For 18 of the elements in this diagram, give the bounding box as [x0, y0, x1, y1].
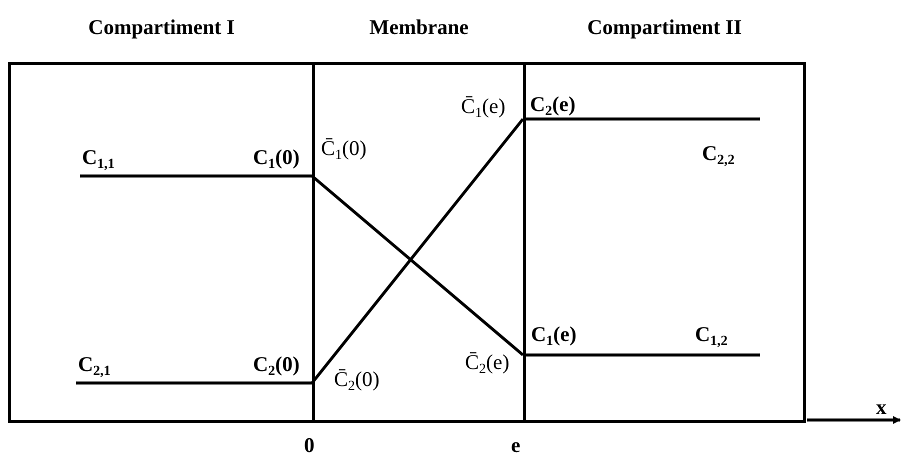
concentration-label: C̄$_{1}$(e) [461, 94, 506, 118]
concentration-label: C$_{1}$(0) [253, 145, 300, 169]
concentration-label: C̄$_{1}$(0) [321, 136, 367, 160]
concentration-label: C̄$_{2}$(e) [465, 350, 510, 374]
concentration-label: C$_{2,1}$ [78, 352, 111, 376]
concentration-label: C̄$_{2}$(0) [334, 367, 380, 391]
concentration-label: C$_{1,2}$ [695, 322, 728, 346]
concentration-label: C$_{2}$(e) [530, 92, 576, 116]
concentration-label: C$_{1,1}$ [82, 145, 115, 169]
tick-label: e [511, 433, 520, 457]
concentration-label: C$_{1}$(e) [531, 322, 576, 346]
tick-label: 0 [304, 433, 314, 457]
concentration-label: C$_{2,2}$ [702, 141, 735, 165]
region-heading: Compartiment II [587, 15, 742, 40]
region-heading: Membrane [369, 15, 469, 40]
concentration-label: C$_{2}$(0) [253, 352, 300, 376]
axis-label: x [876, 395, 886, 419]
region-heading: Compartiment I [88, 15, 235, 40]
